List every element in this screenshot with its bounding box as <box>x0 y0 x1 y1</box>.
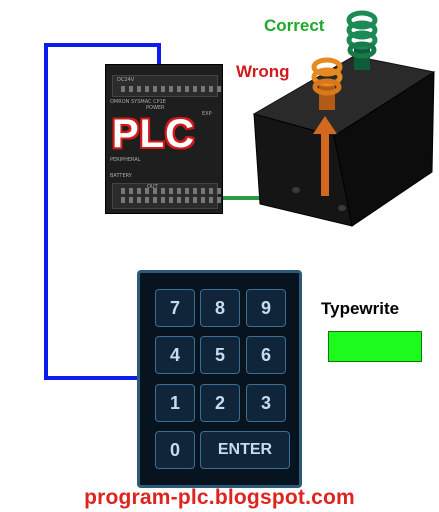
plc-title: PLC <box>112 112 195 156</box>
key-0[interactable]: 0 <box>155 431 195 469</box>
key-enter[interactable]: ENTER <box>200 431 290 469</box>
orange-arrow <box>313 116 337 196</box>
wrong-label: Wrong <box>236 62 290 81</box>
correct-label: Correct <box>264 16 325 35</box>
footer-url: program-plc.blogspot.com <box>84 486 355 509</box>
key-9[interactable]: 9 <box>246 289 286 327</box>
key-1[interactable]: 1 <box>155 384 195 422</box>
plc-input-terminals: DC24V <box>112 75 221 97</box>
key-5[interactable]: 5 <box>200 336 240 374</box>
plc-model-text: OMRON SYSMAC CP1E <box>110 99 166 105</box>
key-6[interactable]: 6 <box>246 336 286 374</box>
wrong-coil-icon <box>311 57 343 110</box>
key-7[interactable]: 7 <box>155 289 195 327</box>
plc-peripheral-label: PERIPHERAL <box>110 157 141 163</box>
keypad: 7 8 9 4 5 6 1 2 3 0 ENTER <box>137 270 302 488</box>
plc-power-label: POWER <box>146 105 165 111</box>
plc-output-terminals: OUT <box>112 183 221 209</box>
typewrite-label: Typewrite <box>321 299 400 318</box>
plc-exp-label: EXP <box>202 111 212 117</box>
blue-wire <box>44 43 161 380</box>
key-3[interactable]: 3 <box>246 384 286 422</box>
key-2[interactable]: 2 <box>200 384 240 422</box>
plc-unit: DC24V OMRON SYSMAC CP1E POWER EXP PERIPH… <box>105 64 223 214</box>
key-4[interactable]: 4 <box>155 336 195 374</box>
correct-coil-icon <box>346 10 378 70</box>
key-8[interactable]: 8 <box>200 289 240 327</box>
plc-battery-label: BATTERY <box>110 173 132 179</box>
typewrite-indicator <box>328 331 422 362</box>
